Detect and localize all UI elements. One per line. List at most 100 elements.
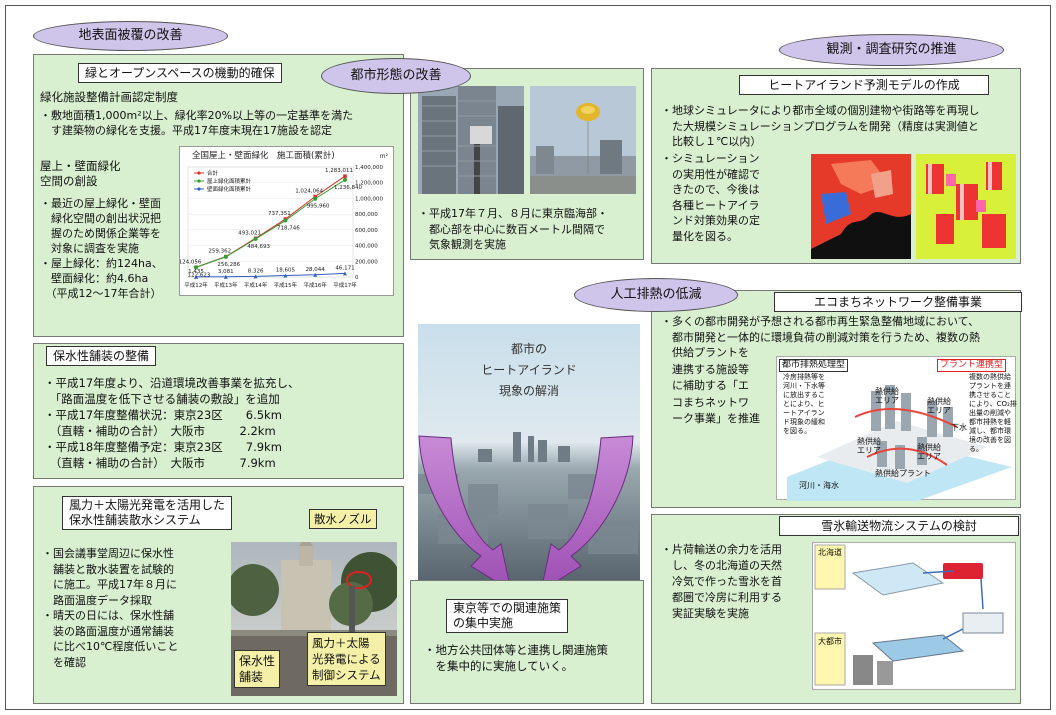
snow-diagram: 北海道 大都市 <box>812 542 1016 690</box>
chart-data-label: 28,044 <box>306 267 326 273</box>
chart-ytick-label: 1,200,000 <box>355 181 383 187</box>
green-system-bullet: ・敷地面積1,000m²以上、緑化率20%以上等の一定基準を満た す建築物の緑化… <box>40 109 354 137</box>
chart-point <box>253 274 258 279</box>
focused-measures-body: ・地方公共団体等と連携し関連施策 を集中的に実施していく。 <box>424 643 608 673</box>
oval-land-surface: 地表面被覆の改善 <box>33 21 228 51</box>
chart-point <box>313 194 317 199</box>
chart-point <box>194 274 198 279</box>
poster-title: 都市の ヒートアイランド 現象の解消 <box>481 342 577 398</box>
desc-urban-exhaust: 冷房排熱等を 河川・下水等 に放出するこ とにより、ヒ ートアイラン ド現象の緩… <box>783 373 825 435</box>
snow-logistics-header: 雪氷輸送物流システムの検討 <box>779 516 1019 536</box>
chart-point <box>223 274 228 279</box>
chart-data-label: 1,024,064 <box>295 189 323 195</box>
chart-point <box>343 177 347 182</box>
snow-logistics-body: ・片荷輸送の余力を活用 し、冬の北海道の天然 冷気で作った雪氷を首 都圏で冷房に… <box>661 543 782 620</box>
chart-ytick-label: 400,000 <box>355 244 378 250</box>
chart-data-label: 1,435 <box>188 269 204 275</box>
chart-data-label: 1,283,011 <box>325 168 353 174</box>
oval-research: 観測・調査研究の推進 <box>779 34 1004 66</box>
chart-ytick-label: 0 <box>355 275 359 281</box>
chart-legend-label: 屋上緑化面積累計 <box>207 177 252 185</box>
chart-title: 全国屋上・壁面緑化 施工面積(累計) <box>192 150 335 161</box>
snow-diagram-image <box>814 544 1004 686</box>
heat-island-poster <box>418 324 640 586</box>
eco-town-diagram-image <box>787 385 1012 501</box>
chart-data-label: 1,236,840 <box>334 185 362 191</box>
oval-exhaust-heat: 人工排熱の低減 <box>574 278 738 312</box>
chart-legend-marker <box>197 187 201 191</box>
chart-point <box>313 272 318 277</box>
chart-point <box>194 265 198 270</box>
chart-legend-marker <box>197 171 201 175</box>
chart-legend-label: 合計 <box>207 169 219 177</box>
roof-greening-title: 屋上・壁面緑化 空間の創設 <box>40 159 121 188</box>
pavement-body: ・平成17年度より、沿道環境改善事業を拡充し、 「路面温度を低下させる舗装の敷設… <box>44 376 300 470</box>
plant-label: 熱供給プラント <box>875 469 931 478</box>
chart-legend-marker <box>197 179 201 183</box>
eco-town-body1: ・多くの都市開発が予想される都市再生緊急整備地域において、 都市開発と一体的に環… <box>661 315 980 344</box>
chart-data-label: 259,362 <box>208 249 231 255</box>
desc-plant-linked: 複数の熱供給 プラントを連 携させること により、CO₂排 出量の削減や 都市排… <box>969 373 1017 453</box>
chart-data-label: 718,746 <box>277 226 300 232</box>
prediction-model-body1: ・地球シミュレータにより都市全域の個別建物や街路等を再現し た大規模シミュレーシ… <box>661 104 980 148</box>
page-frame: 緑とオープンスペースの機動的確保 緑化施設整備計画認定制度 ・敷地面積1,000… <box>5 5 1051 710</box>
tokyo-label: 大都市 <box>818 637 842 646</box>
chart-ytick-label: 1,400,000 <box>355 165 383 171</box>
simulation-3d-image <box>916 154 1016 259</box>
chart-data-label: 256,286 <box>217 262 240 268</box>
simulation-map-image <box>811 154 911 259</box>
chart-point <box>223 254 228 259</box>
flow-arrows <box>418 435 634 593</box>
heat-island-poster-image <box>418 324 640 586</box>
chart-point <box>343 174 347 178</box>
chart-xtick-label: 平成15年 <box>274 281 298 289</box>
urban-photo-right-image <box>530 86 636 194</box>
chart-xtick-label: 平成17年 <box>333 281 357 289</box>
wind-solar-header: 風力＋太陽光発電を活用した 保水性舗装散水システム <box>62 496 233 530</box>
chart-data-label: 124,056 <box>180 259 202 265</box>
chart-xtick-label: 平成14年 <box>244 281 268 289</box>
chart-unit: m² <box>380 153 389 160</box>
sewer-label: 下水 <box>951 423 967 432</box>
tag-plant-linked: プラント連携型 <box>937 359 1007 372</box>
chart-data-label: 493,021 <box>238 230 261 236</box>
hokkaido-label: 北海道 <box>818 548 842 557</box>
chart-plot-area <box>187 166 354 278</box>
chart-data-label: 8,326 <box>248 268 264 274</box>
chart-point <box>343 271 347 276</box>
chart-xtick-label: 平成16年 <box>303 281 327 289</box>
chart-data-label: 995,960 <box>307 204 330 210</box>
prediction-model-header: ヒートアイランド予測モデルの作成 <box>739 75 989 95</box>
chart-xtick-label: 平成13年 <box>214 281 238 289</box>
chart-point <box>283 273 288 278</box>
urban-form-body: ・平成17年７月、８月に東京臨海部・ 都心部を中心に数百メートル間隔で 気象観測… <box>418 207 608 251</box>
roof-greening-body: ・最近の屋上緑化・壁面 緑化空間の創出状況把 握のため関係企業等を 対象に調査を… <box>40 197 163 300</box>
chart-point <box>253 236 258 241</box>
green-system-title: 緑化施設整備計画認定制度 <box>40 90 178 104</box>
simulation-3d <box>916 154 1016 259</box>
chart-point <box>283 218 288 223</box>
simulation-map <box>811 154 911 259</box>
area-label-4: 熱供給 エリア <box>917 443 941 461</box>
urban-photo-left-image <box>418 86 524 194</box>
chart-point <box>313 196 318 201</box>
area-label-1: 熱供給 エリア <box>875 387 899 405</box>
chart-xtick-label: 平成12年 <box>184 281 208 289</box>
wind-solar-body: ・国会議事堂周辺に保水性 舗装と散水装置を試験的 に施工。平成17年８月に 路面… <box>42 547 179 669</box>
chart-ytick-label: 200,000 <box>355 259 378 265</box>
chart-legend-label: 壁面緑化面積累計 <box>207 185 252 193</box>
eco-town-header: エコまちネットワーク整備事業 <box>774 292 1022 312</box>
nozzle-callout: 散水ノズル <box>309 509 377 529</box>
eco-town-diagram: 都市排熱処理型 プラント連携型 冷房排熱等を 河川・下水等 に放出するこ とによ… <box>776 356 1017 501</box>
area-label-3: 熱供給 エリア <box>857 437 881 455</box>
paving-callout: 保水性 舗装 <box>234 650 281 688</box>
chart-series-line <box>195 179 346 268</box>
chart-data-label: 122,623 <box>188 272 211 278</box>
chart-data-label: 46,171 <box>335 265 354 271</box>
area-label-2: 熱供給 エリア <box>927 397 951 415</box>
oval-urban-form: 都市形態の改善 <box>321 58 471 94</box>
chart-data-label: 484,693 <box>247 244 270 250</box>
chart-data-label: 3,081 <box>218 269 234 275</box>
chart-data-label: 18,605 <box>276 268 296 274</box>
